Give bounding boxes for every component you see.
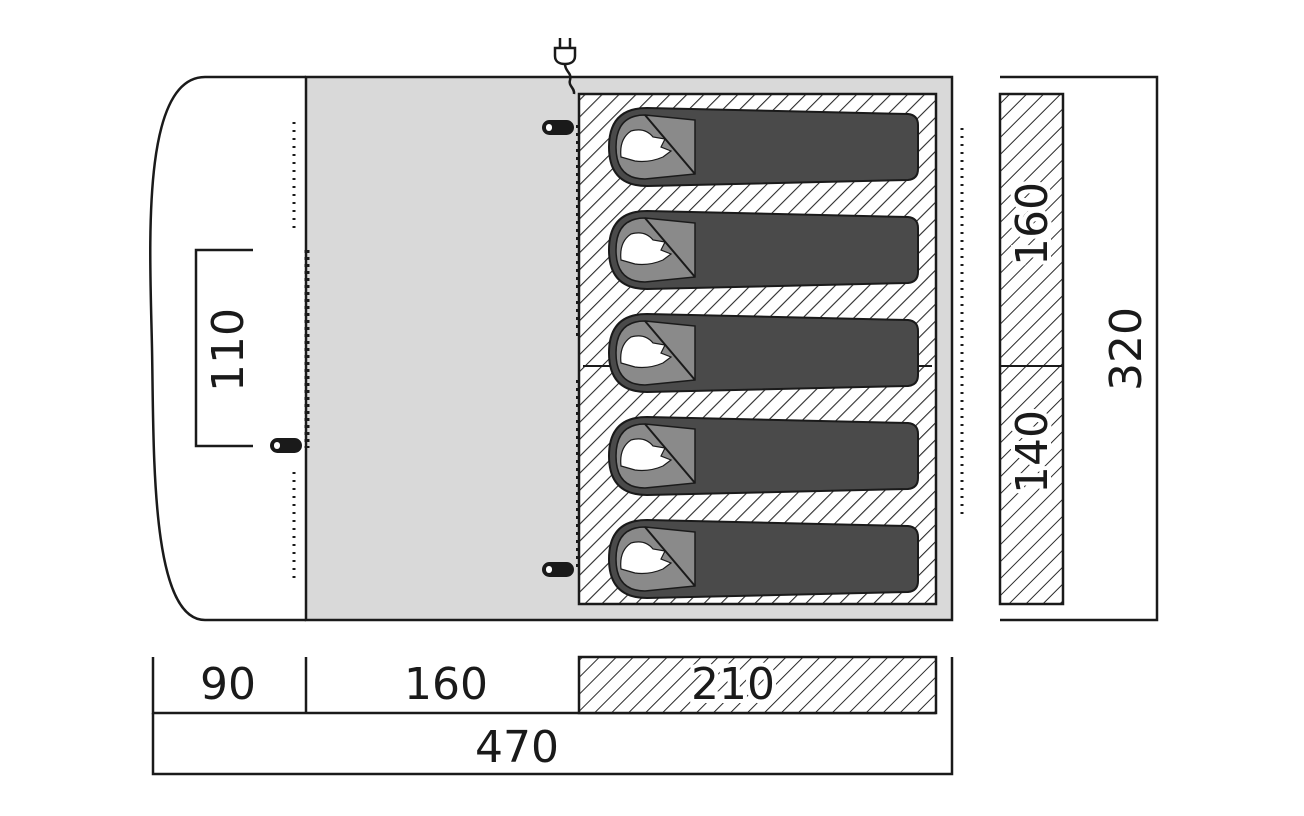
width-dim-total-box: [1000, 75, 1159, 622]
door-width-bracket: [194, 248, 253, 448]
light-hook-icon: [542, 562, 574, 577]
length-dim-total-box: [151, 657, 954, 776]
power-plug-icon: [553, 38, 577, 95]
porch-outline: [149, 75, 306, 622]
living-depth-label: 160: [404, 659, 488, 710]
light-hook-icon: [270, 438, 302, 453]
light-hook-icon: [542, 120, 574, 135]
sleeping-bag-icon: [607, 518, 919, 600]
total-width-label: 320: [1101, 307, 1152, 391]
total-length-label: 470: [475, 722, 559, 773]
width-dim-box-hatched: [998, 92, 1065, 606]
bedroom-section-2-label: 140: [1007, 410, 1058, 494]
door-width-label: 110: [203, 308, 254, 392]
length-dim-bedroom-hatched: [577, 655, 938, 715]
sleeping-bag-icon: [607, 415, 919, 497]
sleeping-bag-icon: [607, 106, 919, 188]
bedroom-section-1-label: 160: [1007, 182, 1058, 266]
sleeping-bags: [607, 106, 919, 600]
bedroom-depth-label: 210: [691, 659, 775, 710]
porch-depth-label: 90: [200, 659, 256, 710]
sleeping-bag-icon: [607, 312, 919, 394]
sleeping-bag-icon: [607, 209, 919, 291]
